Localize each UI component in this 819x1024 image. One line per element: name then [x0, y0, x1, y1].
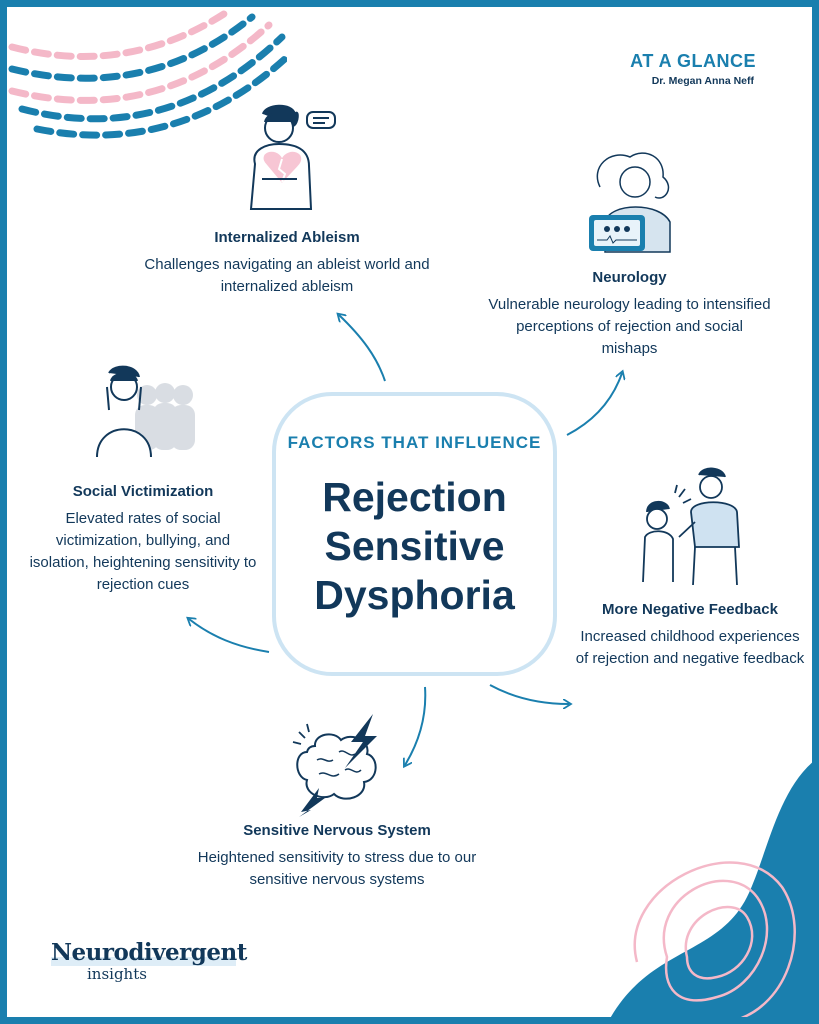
factor-description: Elevated rates of social victimization, …	[29, 510, 257, 593]
arrow-to-neurology	[566, 373, 622, 436]
factor-neurology: Neurology Vulnerable neurology leading t…	[487, 269, 772, 360]
factor-negative-feedback: More Negative Feedback Increased childho…	[575, 601, 805, 670]
author-name: Dr. Megan Anna Neff	[651, 75, 754, 87]
logo-name: Neurodivergent	[51, 939, 247, 966]
arrow-to-victimization	[189, 619, 270, 653]
factor-nervous-system: Sensitive Nervous System Heightened sens…	[182, 822, 492, 891]
factor-heading: More Negative Feedback	[602, 601, 778, 618]
logo-underline	[51, 957, 236, 966]
person-broken-heart-icon	[249, 104, 336, 210]
factor-heading: Social Victimization	[72, 483, 214, 500]
arrow-to-nervous-system	[405, 686, 427, 765]
factor-social-victimization: Social Victimization Elevated rates of s…	[27, 483, 259, 596]
factor-description: Heightened sensitivity to stress due to …	[197, 849, 477, 888]
factor-heading: Sensitive Nervous System	[243, 822, 431, 839]
factor-description: Vulnerable neurology leading to intensif…	[488, 296, 771, 357]
factor-heading: Neurology	[592, 269, 667, 286]
arrow-to-feedback	[489, 684, 569, 704]
adult-scolding-child-icon	[642, 467, 740, 586]
factor-heading: Internalized Ableism	[214, 229, 360, 246]
at-a-glance-title: AT A GLANCE	[630, 51, 756, 71]
logo-sub: insights	[87, 965, 147, 983]
dashed-arcs-decoration	[8, 8, 287, 139]
arrow-to-ableism	[339, 315, 386, 382]
factor-description: Challenges navigating an ableist world a…	[144, 256, 430, 295]
brain-lightning-icon	[292, 714, 377, 817]
center-title: Rejection Sensitive Dysphoria	[314, 474, 515, 618]
factor-description: Increased childhood experiences of rejec…	[575, 628, 805, 667]
wave-decoration	[611, 762, 812, 1017]
factor-internalized-ableism: Internalized Ableism Challenges navigati…	[137, 229, 437, 298]
center-title-box: FACTORS THAT INFLUENCE Rejection Sensiti…	[272, 392, 557, 676]
connector-arrows	[7, 7, 819, 1024]
person-brain-tablet-icon	[589, 152, 671, 253]
center-subtitle: FACTORS THAT INFLUENCE	[287, 433, 542, 452]
person-isolated-crowd-icon	[96, 365, 195, 458]
